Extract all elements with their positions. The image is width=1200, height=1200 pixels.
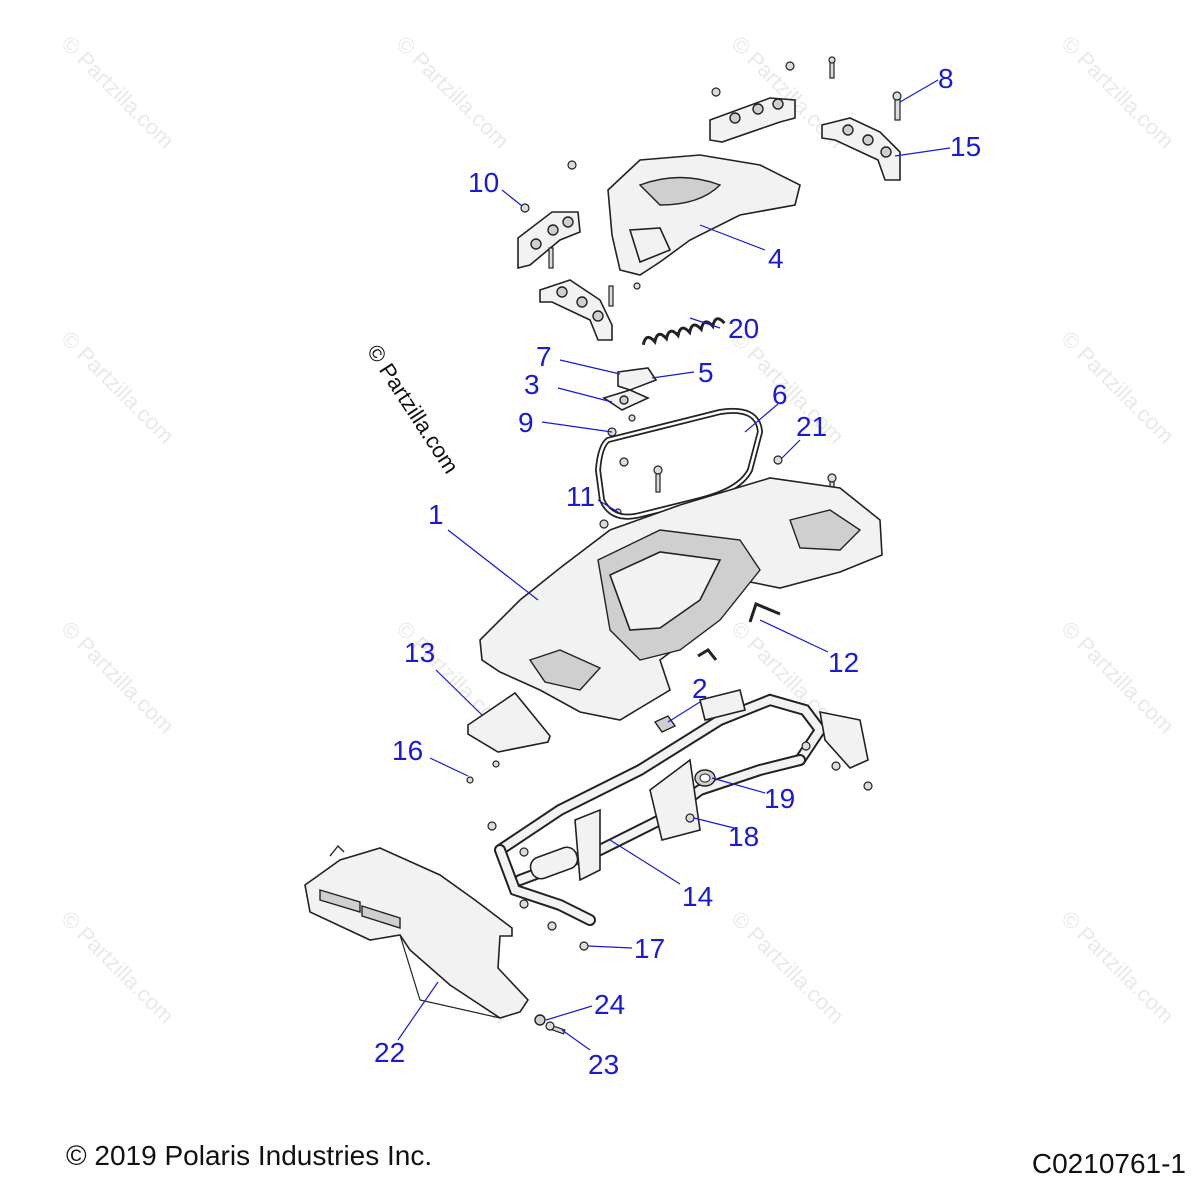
part-14-rear-frame <box>466 689 873 931</box>
figure-code: C0210761-1 <box>1031 1148 1186 1179</box>
part-17-nut <box>579 941 589 951</box>
callout-18: 18 <box>728 821 759 852</box>
callout-1: 1 <box>428 499 444 530</box>
part-2-clip <box>653 715 677 733</box>
watermark-tile: © Partzilla.com <box>56 616 179 739</box>
callout-14: 14 <box>682 881 713 912</box>
watermark-tile: © Partzilla.com <box>391 31 514 154</box>
watermark-tile: © Partzilla.com <box>56 906 179 1029</box>
part-12-pin <box>748 601 781 623</box>
part-3-plate <box>602 389 650 411</box>
copyright-text: © 2019 Polaris Industries Inc. <box>66 1140 433 1171</box>
part-5-latch <box>617 367 658 391</box>
watermark-tile: © Partzilla.com <box>1056 326 1179 449</box>
part-20-spring <box>641 317 726 346</box>
callout-19: 19 <box>764 783 795 814</box>
bolts <box>520 56 902 529</box>
watermark-tile: © Partzilla.com <box>56 31 179 154</box>
watermark-tile: © Partzilla.com <box>1056 616 1179 739</box>
callout-24: 24 <box>594 989 625 1020</box>
callout-22: 22 <box>374 1037 405 1068</box>
part-15-rack-bracket <box>821 117 901 181</box>
small-pin <box>697 648 718 661</box>
callout-labels: 8 15 10 4 20 7 5 3 6 9 21 11 1 12 13 2 1… <box>374 63 981 1080</box>
callout-15: 15 <box>950 131 981 162</box>
part-24-washer <box>534 1014 546 1026</box>
part-4-rack-cover <box>607 154 801 276</box>
callout-20: 20 <box>728 313 759 344</box>
leader-lines <box>397 79 951 1051</box>
callout-17: 17 <box>634 933 665 964</box>
callout-3: 3 <box>524 369 540 400</box>
callout-11: 11 <box>566 481 595 512</box>
callout-13: 13 <box>404 637 435 668</box>
callout-12: 12 <box>828 647 859 678</box>
part-1-rear-body <box>479 477 883 721</box>
callout-10: 10 <box>468 167 499 198</box>
watermark-tile: © Partzilla.com <box>56 326 179 449</box>
part-13-plate <box>467 691 551 753</box>
callout-8: 8 <box>938 63 954 94</box>
callout-16: 16 <box>392 735 423 766</box>
watermark-tile: © Partzilla.com <box>726 326 849 449</box>
rack-bracket-top-left <box>709 97 796 143</box>
callout-4: 4 <box>768 243 784 274</box>
rack-bracket-mid-left <box>517 211 581 270</box>
callout-23: 23 <box>588 1049 619 1080</box>
watermark-tile: © Partzilla.com <box>1056 31 1179 154</box>
rack-bracket-lower-left <box>539 279 613 341</box>
watermark-tile: © Partzilla.com <box>726 906 849 1029</box>
callout-21: 21 <box>796 411 827 442</box>
part-22-mud-flap <box>304 844 530 1019</box>
watermark-tile: © Partzilla.com <box>1056 906 1179 1029</box>
part-19-grommet <box>694 769 716 787</box>
callout-2: 2 <box>692 673 708 704</box>
callout-7: 7 <box>536 341 552 372</box>
callout-5: 5 <box>698 357 714 388</box>
callout-9: 9 <box>518 407 534 438</box>
callout-6: 6 <box>772 379 788 410</box>
part-23-bolt <box>545 1021 566 1035</box>
part-18-screw <box>685 813 695 823</box>
